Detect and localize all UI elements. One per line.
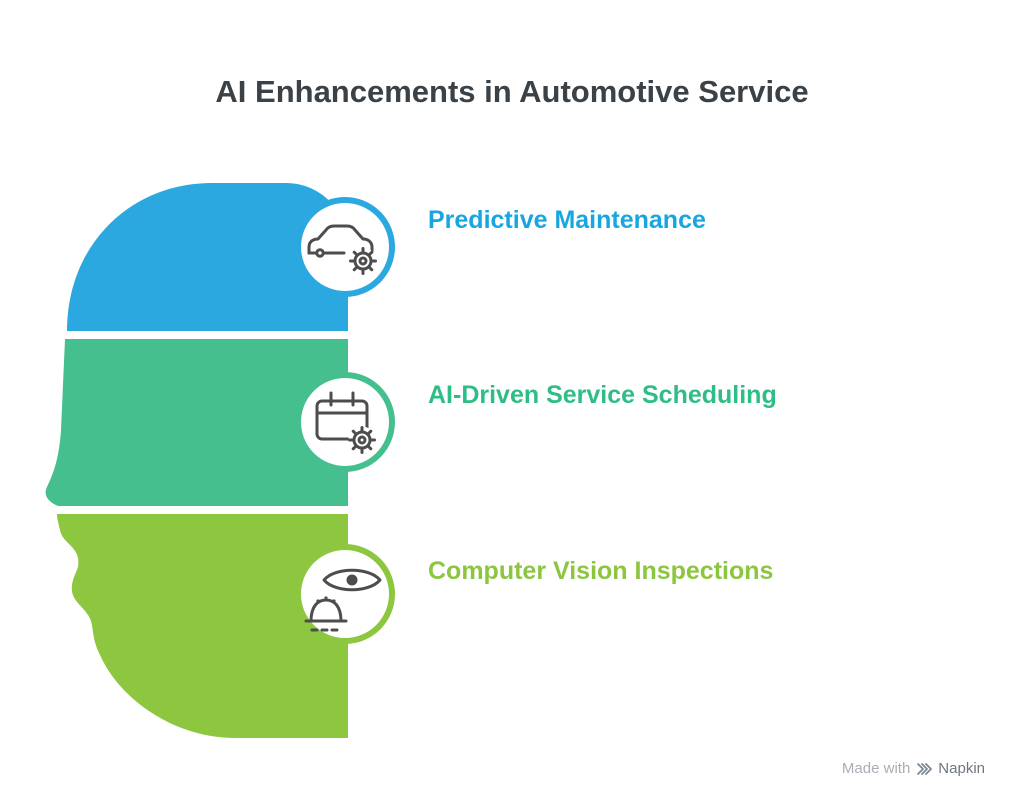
napkin-logo-icon bbox=[917, 762, 933, 775]
item-label-vision-inspections: Computer Vision Inspections bbox=[428, 557, 774, 585]
page-title: AI Enhancements in Automotive Service bbox=[215, 74, 809, 109]
head-segment-middle bbox=[45, 339, 349, 506]
calendar-gear-icon bbox=[315, 391, 377, 455]
made-with-text: Made with bbox=[841, 760, 911, 777]
car-gear-icon bbox=[307, 224, 378, 276]
napkin-brand: Napkin bbox=[938, 760, 985, 777]
item-label-predictive-maintenance: Predictive Maintenance bbox=[428, 206, 706, 234]
icon-badge-1 bbox=[295, 197, 395, 297]
eye-robot-icon bbox=[304, 568, 382, 632]
head-segment-bottom bbox=[57, 514, 348, 738]
head-segment-top bbox=[67, 183, 348, 331]
item-label-service-scheduling: AI-Driven Service Scheduling bbox=[428, 381, 777, 409]
made-with-napkin[interactable]: Made with Napkin bbox=[842, 760, 985, 777]
icon-badge-3 bbox=[295, 544, 395, 644]
icon-badge-2 bbox=[295, 372, 395, 472]
